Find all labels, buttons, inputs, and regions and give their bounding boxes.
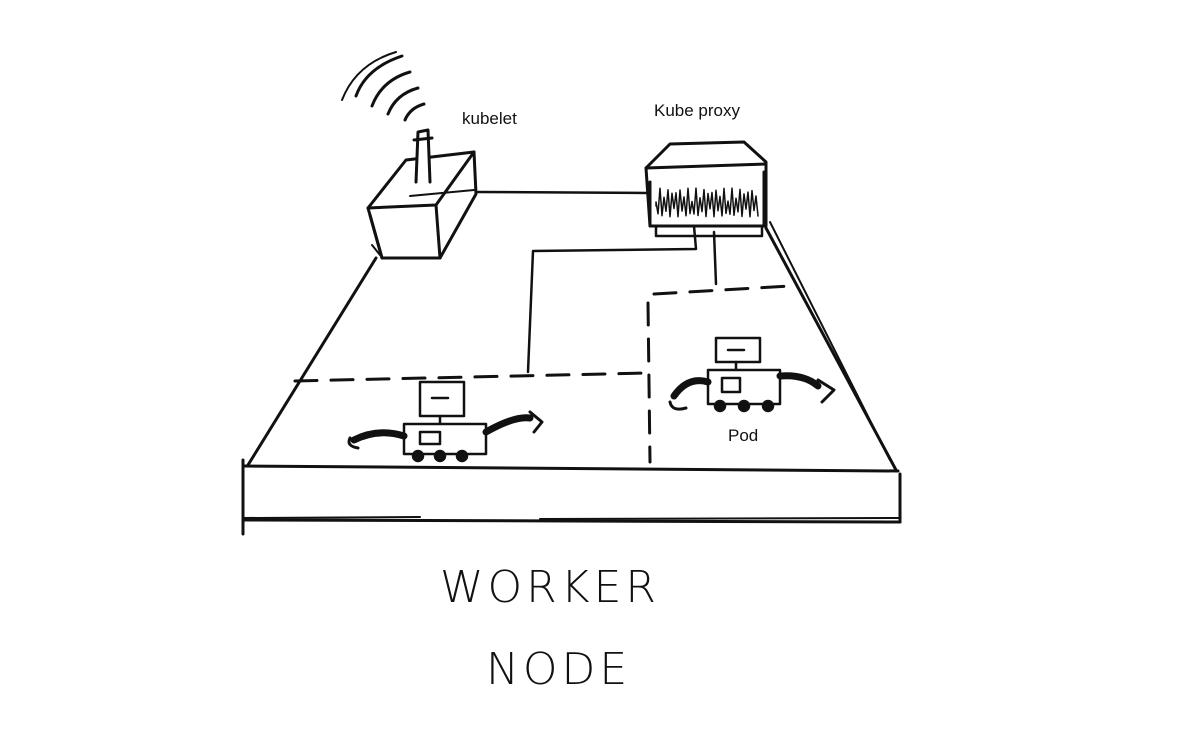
robot-pod-icon (668, 336, 836, 413)
pod-label: Pod (728, 426, 759, 445)
robot-pod-icon (347, 380, 544, 463)
kube-proxy-box (644, 140, 768, 238)
kubelet-label: kubelet (462, 109, 517, 128)
title-line-1: WORKER (440, 562, 660, 613)
antenna-icon (412, 128, 434, 184)
title-line-2: NODE (486, 644, 632, 695)
wifi-signal-icon (341, 51, 426, 122)
kubelet-box (366, 150, 478, 260)
network-lines (526, 224, 718, 374)
node-platform (241, 190, 902, 536)
kube-proxy-label: Kube proxy (654, 101, 740, 120)
kube-proxy-waveform (655, 187, 759, 218)
pod-zone-borders (293, 284, 792, 464)
